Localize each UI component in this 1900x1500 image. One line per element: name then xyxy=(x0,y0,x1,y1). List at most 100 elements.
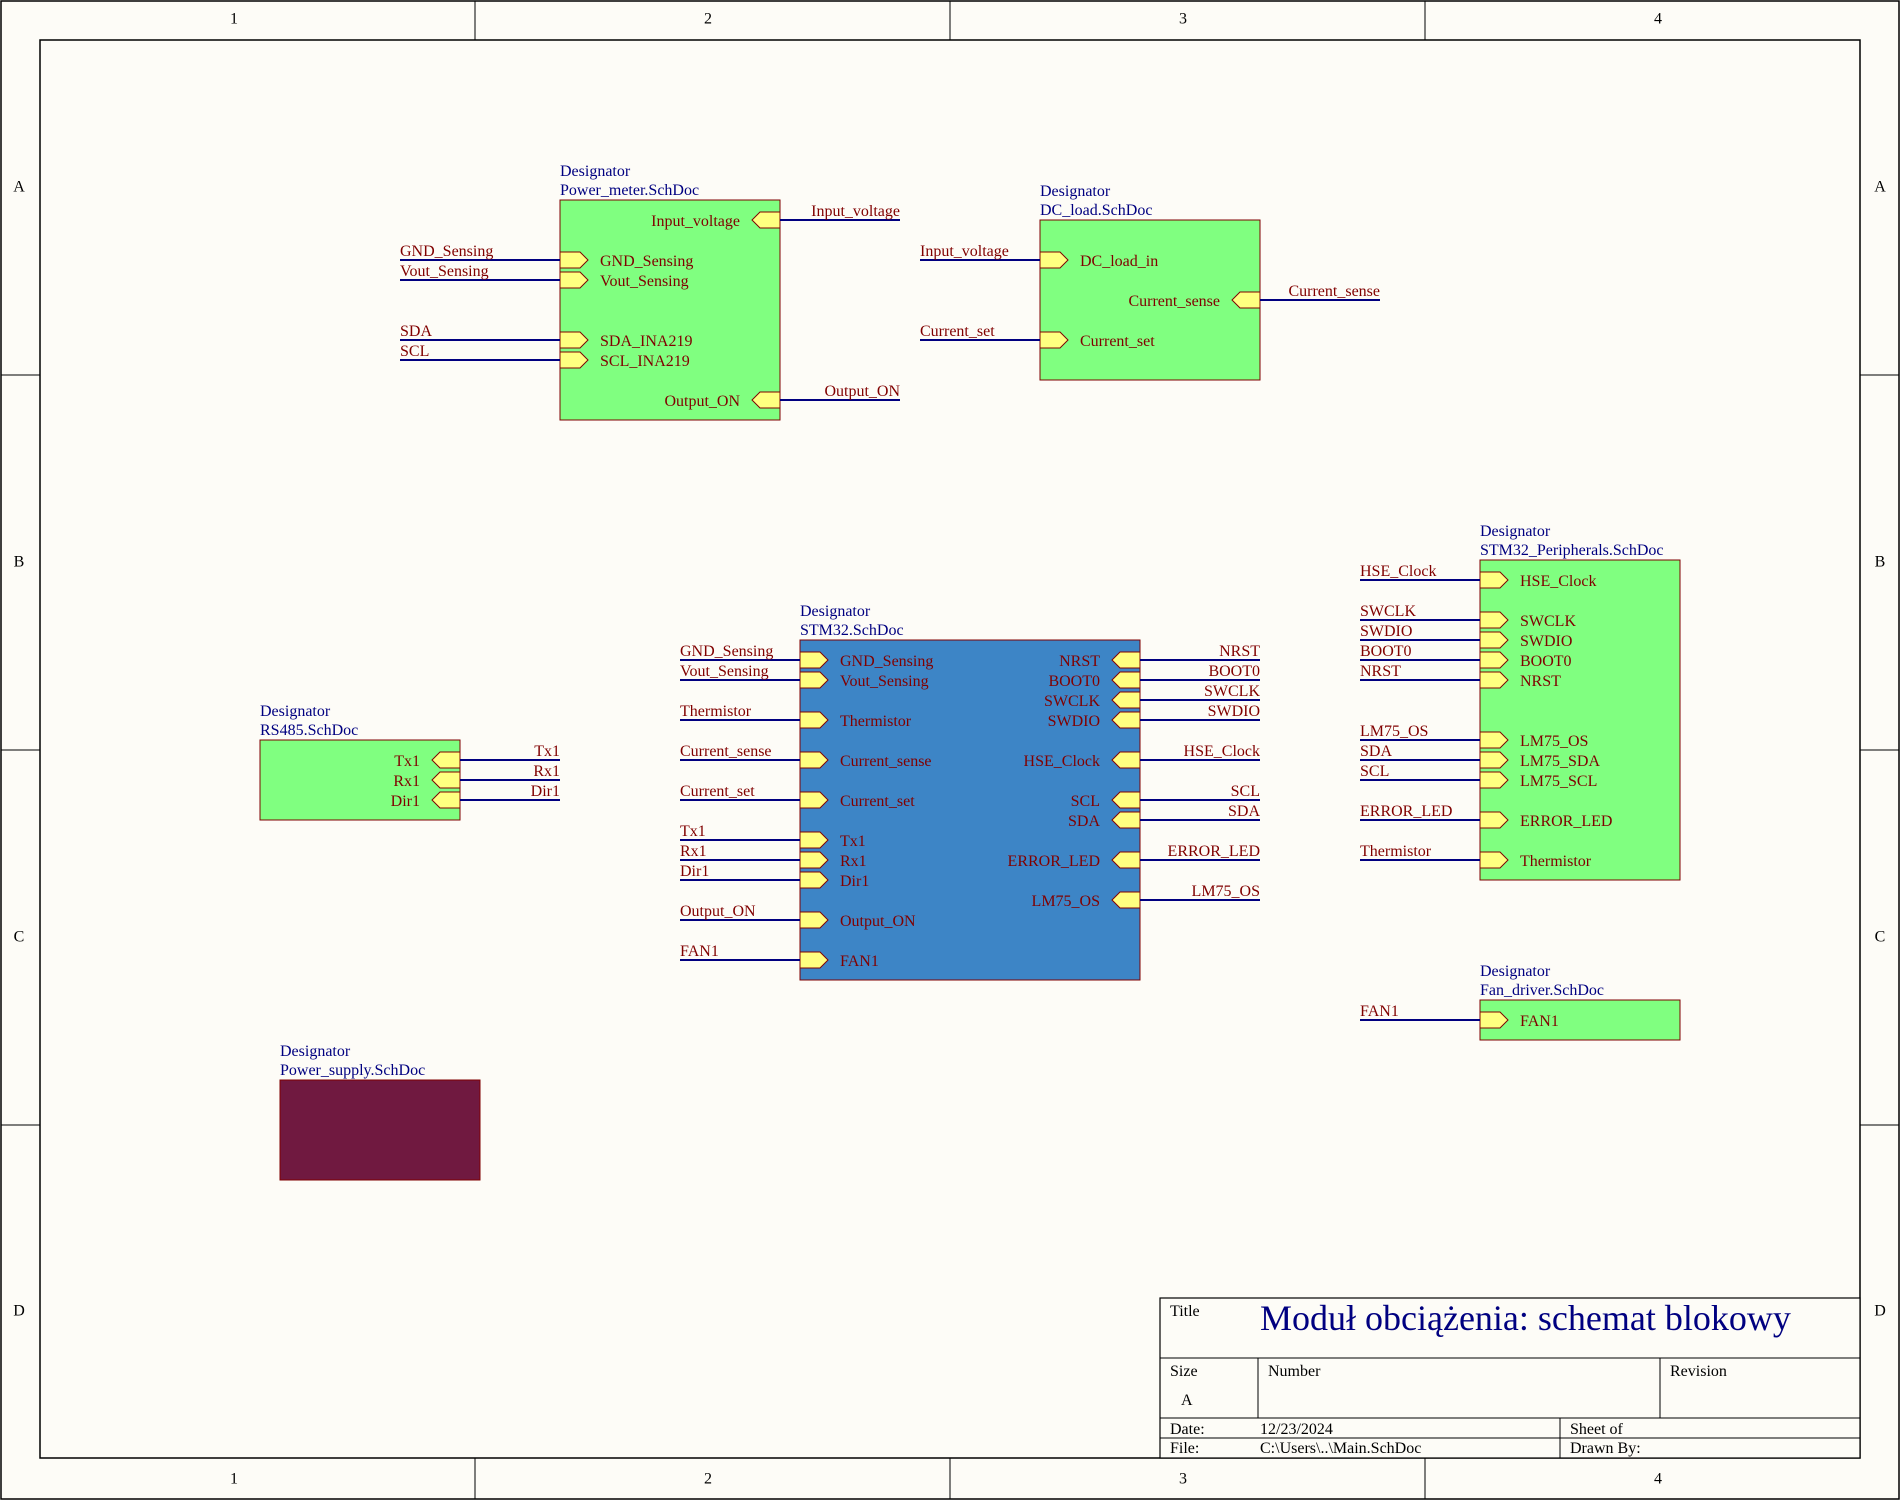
stm32-vout-sensing-entry-symbol[interactable] xyxy=(799,671,829,689)
stm32-sda-port-label: SDA xyxy=(1068,813,1100,830)
sheet-stm32_peripherals[interactable]: DesignatorSTM32_Peripherals.SchDocHSE_Cl… xyxy=(1360,523,1681,881)
stm32-vout-sensing-port-label: Vout_Sensing xyxy=(840,673,929,690)
stm32-output-on-net-label: Output_ON xyxy=(680,903,756,920)
power_meter-scl-ina219-entry-symbol[interactable] xyxy=(559,351,589,369)
fan_driver-designator: Designator xyxy=(1480,963,1551,980)
dc_load-current-set-entry-symbol[interactable] xyxy=(1039,331,1069,349)
fan_driver-sheet-body[interactable] xyxy=(1479,999,1681,1041)
rs485-dir1-entry-symbol[interactable] xyxy=(431,791,461,809)
stm32_peripherals-boot0-net-label: BOOT0 xyxy=(1360,643,1412,660)
sheet-dc_load[interactable]: DesignatorDC_load.SchDocDC_load_inInput_… xyxy=(920,183,1380,381)
power_meter-gnd-sensing-entry-symbol[interactable] xyxy=(559,251,589,269)
stm32-scl-entry-symbol[interactable] xyxy=(1111,791,1141,809)
fan_driver-fan1-entry-symbol[interactable] xyxy=(1479,1011,1509,1029)
stm32-hse-clock-entry-symbol[interactable] xyxy=(1111,751,1141,769)
stm32-current-set-net-label: Current_set xyxy=(680,783,755,800)
stm32_peripherals-lm75-os-entry-symbol[interactable] xyxy=(1479,731,1509,749)
stm32_peripherals-thermistor-entry-symbol[interactable] xyxy=(1479,851,1509,869)
dc_load-current-sense-port-label: Current_sense xyxy=(1128,293,1220,310)
dc_load-dc-load-in-port-label: DC_load_in xyxy=(1080,253,1158,270)
stm32-hse-clock-net-label: HSE_Clock xyxy=(1184,743,1260,760)
power_meter-sda-ina219-entry-symbol[interactable] xyxy=(559,331,589,349)
sheet-rs485[interactable]: DesignatorRS485.SchDocTx1Tx1Rx1Rx1Dir1Di… xyxy=(259,703,560,821)
number-label: Number xyxy=(1268,1363,1321,1380)
stm32-tx1-port-label: Tx1 xyxy=(840,833,866,850)
stm32-boot0-net-label: BOOT0 xyxy=(1208,663,1260,680)
power_supply-sheet-body[interactable] xyxy=(279,1079,481,1181)
stm32-boot0-port-label: BOOT0 xyxy=(1048,673,1100,690)
power_meter-scl-ina219-port-label: SCL_INA219 xyxy=(600,353,690,370)
stm32_peripherals-boot0-entry-symbol[interactable] xyxy=(1479,651,1509,669)
power_meter-output-on-entry-symbol[interactable] xyxy=(751,391,781,409)
stm32-current-set-entry-symbol[interactable] xyxy=(799,791,829,809)
stm32-nrst-entry-symbol[interactable] xyxy=(1111,651,1141,669)
stm32-current-sense-entry-symbol[interactable] xyxy=(799,751,829,769)
stm32_peripherals-swclk-entry-symbol[interactable] xyxy=(1479,611,1509,629)
dc_load-current-set-port-label: Current_set xyxy=(1080,333,1155,350)
stm32-thermistor-entry-symbol[interactable] xyxy=(799,711,829,729)
rs485-tx1-entry-symbol[interactable] xyxy=(431,751,461,769)
file-value: C:\Users\..\Main.SchDoc xyxy=(1260,1440,1421,1457)
stm32-thermistor-port-label: Thermistor xyxy=(840,713,912,730)
stm32-sheet-body[interactable] xyxy=(799,639,1141,981)
stm32-swclk-entry-symbol[interactable] xyxy=(1111,691,1141,709)
stm32_peripherals-lm75-sda-port-label: LM75_SDA xyxy=(1520,753,1600,770)
power_meter-sheet-body[interactable] xyxy=(559,199,781,421)
stm32-rx1-net-label: Rx1 xyxy=(680,843,707,860)
stm32-scl-net-label: SCL xyxy=(1231,783,1260,800)
stm32_peripherals-hse-clock-net-label: HSE_Clock xyxy=(1360,563,1436,580)
stm32-lm75-os-entry-symbol[interactable] xyxy=(1111,891,1141,909)
power_meter-designator: Designator xyxy=(560,163,631,180)
stm32_peripherals-lm75-scl-entry-symbol[interactable] xyxy=(1479,771,1509,789)
stm32-fan1-port-label: FAN1 xyxy=(840,953,879,970)
stm32-rx1-entry-symbol[interactable] xyxy=(799,851,829,869)
sheet-stm32[interactable]: DesignatorSTM32.SchDocGND_SensingGND_Sen… xyxy=(680,603,1260,981)
stm32-error-led-entry-symbol[interactable] xyxy=(1111,851,1141,869)
dc_load-current-sense-entry-symbol[interactable] xyxy=(1231,291,1261,309)
dc_load-designator: Designator xyxy=(1040,183,1111,200)
zone-col-top-2: 2 xyxy=(704,11,712,28)
zone-col-bottom-4: 4 xyxy=(1654,1471,1662,1488)
power_meter-input-voltage-entry-symbol[interactable] xyxy=(751,211,781,229)
stm32_peripherals-swdio-entry-symbol[interactable] xyxy=(1479,631,1509,649)
rs485-sheet-body[interactable] xyxy=(259,739,461,821)
stm32-fan1-entry-symbol[interactable] xyxy=(799,951,829,969)
dc_load-dc-load-in-entry-symbol[interactable] xyxy=(1039,251,1069,269)
stm32-sda-net-label: SDA xyxy=(1228,803,1260,820)
stm32-nrst-net-label: NRST xyxy=(1219,643,1260,660)
stm32-boot0-entry-symbol[interactable] xyxy=(1111,671,1141,689)
stm32-swdio-entry-symbol[interactable] xyxy=(1111,711,1141,729)
power_meter-sda-ina219-port-label: SDA_INA219 xyxy=(600,333,692,350)
stm32_peripherals-sheet-body[interactable] xyxy=(1479,559,1681,881)
power_meter-input-voltage-port-label: Input_voltage xyxy=(651,213,740,230)
stm32_peripherals-hse-clock-entry-symbol[interactable] xyxy=(1479,571,1509,589)
date-value: 12/23/2024 xyxy=(1260,1421,1333,1438)
stm32-tx1-entry-symbol[interactable] xyxy=(799,831,829,849)
zone-row-left-a: A xyxy=(13,179,25,196)
stm32_peripherals-nrst-entry-symbol[interactable] xyxy=(1479,671,1509,689)
stm32_peripherals-error-led-entry-symbol[interactable] xyxy=(1479,811,1509,829)
stm32-gnd-sensing-entry-symbol[interactable] xyxy=(799,651,829,669)
rs485-dir1-port-label: Dir1 xyxy=(391,793,420,810)
power_meter-sda-ina219-net-label: SDA xyxy=(400,323,432,340)
stm32_peripherals-hse-clock-port-label: HSE_Clock xyxy=(1520,573,1596,590)
power_meter-input-voltage-net-label: Input_voltage xyxy=(811,203,900,220)
power_meter-vout-sensing-entry-symbol[interactable] xyxy=(559,271,589,289)
stm32_peripherals-swdio-net-label: SWDIO xyxy=(1360,623,1412,640)
sheet-power_meter[interactable]: DesignatorPower_meter.SchDocInput_voltag… xyxy=(400,163,900,421)
rs485-rx1-entry-symbol[interactable] xyxy=(431,771,461,789)
stm32_peripherals-lm75-sda-entry-symbol[interactable] xyxy=(1479,751,1509,769)
stm32-sda-entry-symbol[interactable] xyxy=(1111,811,1141,829)
dc_load-sheet-body[interactable] xyxy=(1039,219,1261,381)
stm32-dir1-entry-symbol[interactable] xyxy=(799,871,829,889)
stm32-rx1-port-label: Rx1 xyxy=(840,853,867,870)
stm32_peripherals-lm75-sda-net-label: SDA xyxy=(1360,743,1392,760)
stm32-output-on-entry-symbol[interactable] xyxy=(799,911,829,929)
power_supply-designator: Designator xyxy=(280,1043,351,1060)
dc_load-current-set-net-label: Current_set xyxy=(920,323,995,340)
stm32-swclk-net-label: SWCLK xyxy=(1204,683,1260,700)
